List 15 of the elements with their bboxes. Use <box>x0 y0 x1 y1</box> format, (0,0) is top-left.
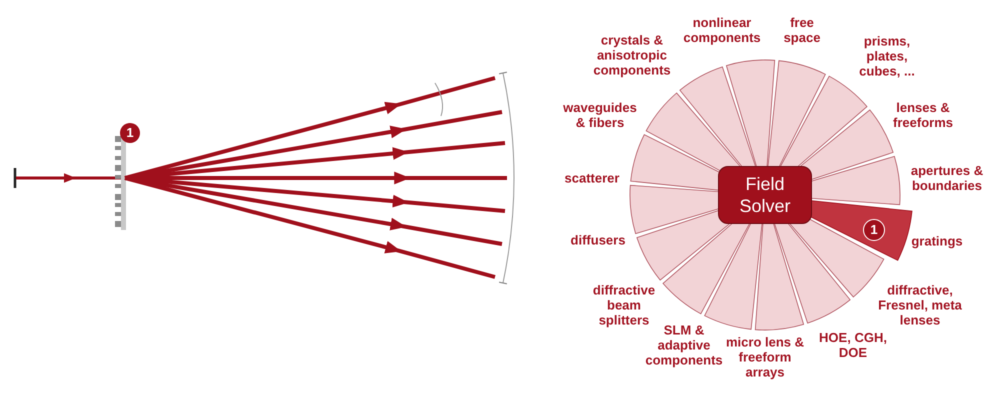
component-label: diffractive beam splitters <box>592 282 656 328</box>
component-label: gratings <box>910 234 964 248</box>
component-label: crystals & anisotropic components <box>592 32 672 78</box>
component-label: prisms, plates, cubes, ... <box>858 34 916 78</box>
component-label: scatterer <box>564 170 620 186</box>
component-label: free space <box>782 15 822 45</box>
solver-box: Field Solver <box>718 166 812 224</box>
component-label: diffusers <box>570 232 626 248</box>
component-label: HOE, CGH, DOE <box>818 330 888 360</box>
component-label: lenses & freeforms <box>892 100 954 130</box>
component-label: apertures & boundaries <box>910 163 984 193</box>
callout-number: 1 <box>120 123 140 143</box>
component-label: waveguides & fibers <box>562 100 638 130</box>
component-label: nonlinear components <box>682 15 762 45</box>
component-label: diffractive, Fresnel, meta lenses <box>877 282 963 328</box>
